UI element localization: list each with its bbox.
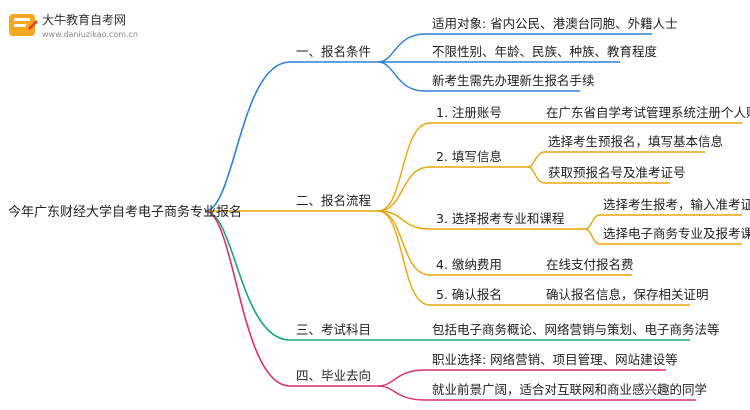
step-detail: 确认报名信息，保存相关证明 xyxy=(546,287,709,302)
step-detail: 选择考生预报名，填写基本信息 xyxy=(548,134,724,149)
process-step: 3. 选择报考专业和课程 xyxy=(436,211,565,226)
branch-3-label: 三、考试科目 xyxy=(296,322,372,337)
process-step: 2. 填写信息 xyxy=(436,149,502,164)
step-detail: 获取预报名号及准考证号 xyxy=(548,165,686,180)
condition-item: 适用对象: 省内公民、港澳台同胞、外籍人士 xyxy=(432,16,678,31)
root-to-branch-3-line xyxy=(204,210,291,341)
process-step: 4. 缴纳费用 xyxy=(436,257,502,272)
step-detail: 选择考生报考，输入准考证号 xyxy=(603,197,750,212)
step-detail: 在广东省自学考试管理系统注册个人账号 xyxy=(546,105,750,120)
process-step: 1. 注册账号 xyxy=(436,105,502,120)
career-item: 就业前景广阔，适合对互联网和商业感兴趣的同学 xyxy=(432,382,708,397)
process-step: 5. 确认报名 xyxy=(436,287,502,302)
branch-2-label: 二、报名流程 xyxy=(296,193,372,208)
career-item: 职业选择: 网络营销、项目管理、网站建设等 xyxy=(432,352,678,367)
branch-4-label: 四、毕业去向 xyxy=(296,368,372,383)
subject-item: 包括电子商务概论、网络营销与策划、电子商务法等 xyxy=(432,322,720,337)
step-detail: 在线支付报名费 xyxy=(546,257,634,272)
site-logo: 大牛教育自考网 www.daniuzikao.com.cn xyxy=(6,8,138,48)
book-logo-icon xyxy=(9,14,38,36)
step-detail: 选择电子商务专业及报考课程 xyxy=(603,226,750,241)
root-to-branch-1-line xyxy=(204,61,291,212)
mindmap-root: 今年广东财经大学自考电子商务专业报名 xyxy=(8,205,243,220)
logo-name: 大牛教育自考网 xyxy=(42,13,127,27)
condition-item: 不限性别、年龄、民族、种族、教育程度 xyxy=(432,44,658,59)
logo-url: www.daniuzikao.com.cn xyxy=(42,30,138,39)
branch-1-label: 一、报名条件 xyxy=(296,44,372,59)
root-to-branch-4-line xyxy=(204,210,291,387)
condition-item: 新考生需先办理新生报名手续 xyxy=(432,73,595,88)
